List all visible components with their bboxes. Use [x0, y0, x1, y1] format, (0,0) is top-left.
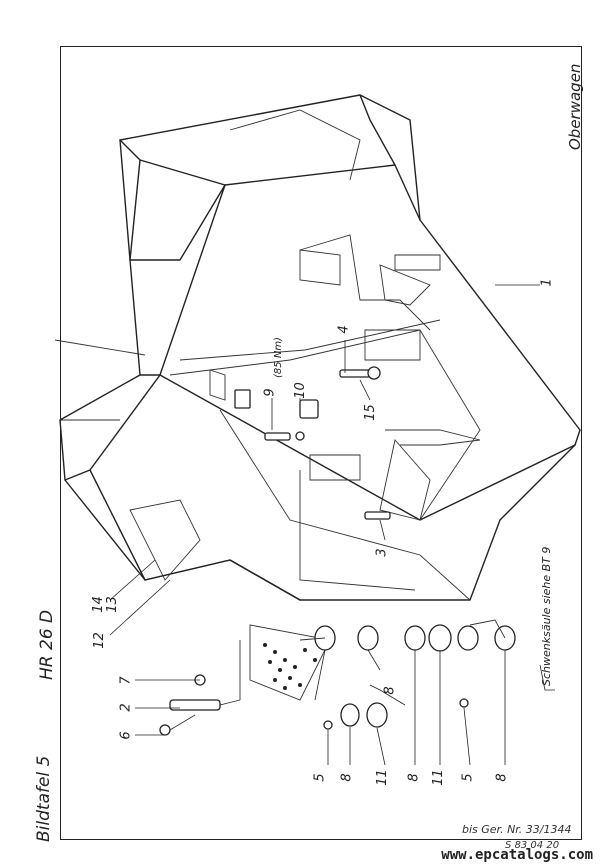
watermark-url[interactable]: www.epcatalogs.com — [441, 847, 593, 863]
reference-note: Schwenksäule siehe BT 9 — [540, 546, 553, 686]
section-title: Oberwagen — [566, 63, 584, 150]
callout-part-8b: 8 — [382, 686, 398, 695]
callout-part-10: 10 — [292, 382, 308, 399]
callout-part-9: 9 — [262, 388, 278, 397]
callout-part-15: 15 — [362, 404, 378, 421]
callout-part-5a: 5 — [312, 773, 328, 782]
callout-part-12: 12 — [91, 632, 107, 649]
document-number: S 83 04 20 — [505, 840, 560, 851]
callout-part-3: 3 — [374, 548, 390, 557]
callout-part-1: 1 — [539, 278, 555, 287]
callout-part-8c: 8 — [406, 773, 422, 782]
callout-part-2: 2 — [118, 703, 134, 712]
upper-carriage-frame — [54, 94, 581, 701]
callout-part-8d: 8 — [494, 773, 510, 782]
callout-part-8a: 8 — [339, 773, 355, 782]
fastener-group — [159, 366, 469, 736]
callout-part-14: 14 — [90, 596, 106, 613]
callout-part-11b: 11 — [430, 769, 446, 786]
sheet-title: Bildtafel 5 — [34, 755, 54, 842]
validity-note: bis Ger. Nr. 33/1344 — [462, 823, 572, 836]
callout-part-11a: 11 — [374, 769, 390, 786]
drawing-frame — [60, 46, 582, 840]
callout-part-13: 13 — [104, 596, 120, 613]
callout-torque-9: (85 Nm) — [272, 337, 284, 378]
pivot-bushing-row — [299, 619, 516, 728]
callout-part-4: 4 — [336, 325, 352, 334]
callout-part-7: 7 — [118, 676, 134, 685]
callout-part-6: 6 — [118, 731, 134, 740]
perforated-plate — [263, 643, 317, 690]
leader-lines — [109, 284, 555, 766]
callout-part-5b: 5 — [460, 773, 476, 782]
model-title: HR 26 D — [37, 609, 57, 680]
